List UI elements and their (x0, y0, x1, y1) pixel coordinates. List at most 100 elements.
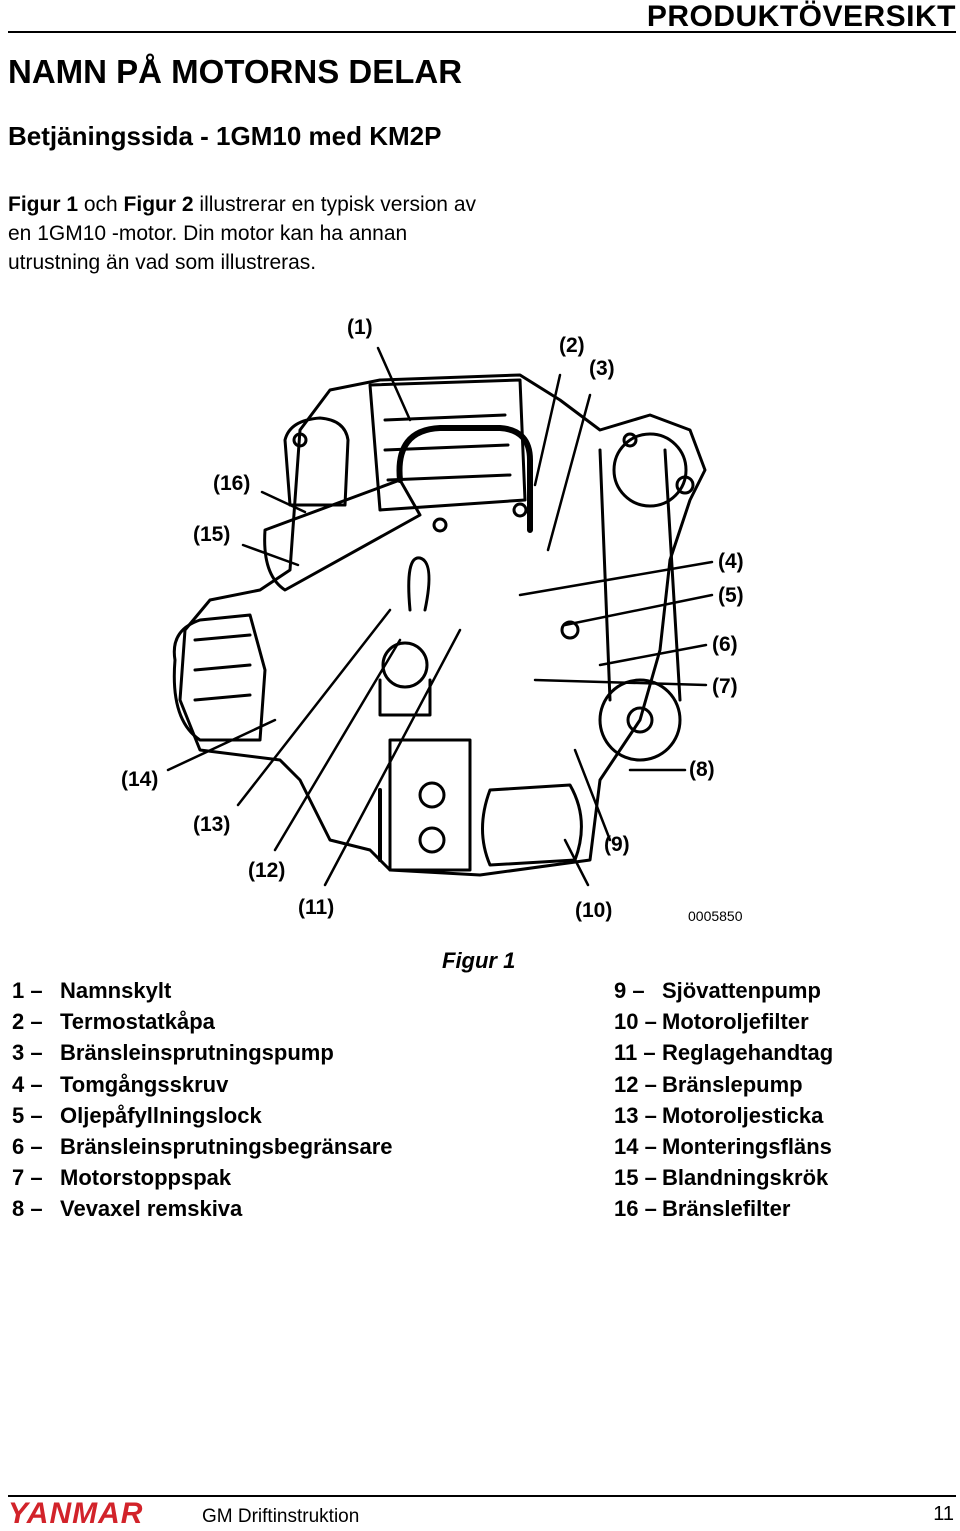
part-name: Vevaxel remskiva (60, 1196, 243, 1222)
figure-code: 0005850 (688, 908, 743, 924)
part-list-item: 5 – Oljepåfyllningslock (12, 1100, 393, 1131)
engine-illustration: (1) (2) (3) (4) (5) (6) (7) (8) (9) (10)… (121, 316, 744, 924)
callout-9: (9) (604, 833, 630, 856)
v-belt (598, 448, 682, 702)
callout-15: (15) (193, 523, 230, 546)
yanmar-logo: YANMAR (8, 1497, 144, 1530)
coolant-pipe (396, 425, 533, 533)
leader-11 (323, 628, 462, 887)
intro-and: och (78, 193, 124, 216)
part-list-item: 7 – Motorstoppspak (12, 1162, 393, 1193)
part-name: Bränslefilter (662, 1196, 791, 1222)
page-title: NAMN PÅ MOTORNS DELAR (8, 53, 463, 90)
footer-doc-title: GM Driftinstruktion (202, 1506, 360, 1527)
part-name: Monteringsfläns (662, 1133, 832, 1159)
parts-list-left: 1 –Namnskylt 2 – Termostatkåpa 3 – Bränslein… (12, 975, 393, 1225)
leader-4 (518, 560, 714, 597)
leader-1 (376, 346, 412, 422)
part-list-item: 12 –Bränslepump (614, 1069, 833, 1100)
part-number: 5 – (12, 1102, 43, 1128)
part-name: Namnskylt (60, 978, 172, 1003)
part-number: 3 – (12, 1040, 43, 1066)
leader-14 (166, 718, 277, 772)
callout-16: (16) (213, 472, 250, 495)
section-title: Betjäningssida - 1GM10 med KM2P (8, 121, 442, 151)
callout-11: (11) (298, 896, 334, 919)
figure1-reference: Figur 1 (8, 193, 79, 216)
part-name: Blandningskrök (662, 1165, 829, 1191)
leader-9 (573, 748, 612, 842)
leader-16 (260, 490, 307, 514)
section-header: PRODUKTÖVERSIKT (646, 0, 956, 33)
mounting-flange (172, 613, 267, 742)
callout-3: (3) (589, 357, 615, 380)
leader-10 (563, 838, 590, 887)
intro-paragraph: Figur 1 och Figur 2 illustrerar en typis… (8, 190, 478, 277)
part-list-item: 10 –Motoroljefilter (614, 1006, 833, 1037)
part-name: Tomgångsskruv (60, 1071, 229, 1097)
fuel-filter (283, 416, 350, 507)
part-number: 14 – (614, 1133, 657, 1159)
part-number: 9 – (614, 978, 645, 1003)
intro-text: illustrerar en typisk version av en 1GM1… (8, 193, 476, 274)
leader-3 (546, 393, 592, 552)
part-number: 12 – (614, 1071, 657, 1097)
part-name: Sjövattenpump (662, 978, 821, 1003)
cylinder-head (368, 378, 527, 512)
part-name: Motoroljesticka (662, 1102, 824, 1128)
part-name: Bränsleinsprutningspump (60, 1040, 334, 1066)
footer-rule (8, 1495, 956, 1497)
callout-8: (8) (689, 758, 715, 781)
callout-7: (7) (712, 675, 738, 698)
callout-13: (13) (193, 813, 230, 836)
engine-figure: (1) (2) (3) (4) (5) (6) (7) (8) (9) (10)… (0, 300, 960, 960)
callout-4: (4) (718, 550, 744, 573)
callout-14: (14) (121, 768, 158, 791)
part-list-item: 16 –Bränslefilter (614, 1193, 833, 1224)
figure-caption: Figur 1 (442, 948, 516, 973)
crank-pulley (598, 678, 682, 762)
part-name: Termostatkåpa (60, 1009, 215, 1035)
leader-15 (241, 543, 300, 567)
bottom-bracket (388, 738, 472, 872)
part-list-item: 13 –Motoroljesticka (614, 1100, 833, 1131)
callout-2: (2) (559, 334, 585, 357)
fuel-pump (381, 641, 429, 689)
part-list-item: 15 –Blandningskrök (614, 1162, 833, 1193)
part-name: Bränsleinsprutningsbegränsare (60, 1133, 393, 1159)
leader-7 (533, 678, 708, 687)
mixing-elbow (263, 478, 422, 592)
part-number: 16 – (614, 1196, 657, 1222)
callout-1: (1) (347, 316, 373, 339)
engine-outline (178, 373, 707, 877)
callout-10: (10) (575, 899, 612, 922)
part-name: Reglagehandtag (662, 1040, 834, 1066)
part-list-item: 3 – Bränsleinsprutningspump (12, 1037, 393, 1068)
oil-filter (481, 783, 583, 867)
part-number: 4 – (12, 1071, 43, 1097)
alternator-pulley (612, 432, 688, 508)
leader-13 (236, 608, 392, 807)
part-list-item: 4 – Tomgångsskruv (12, 1069, 393, 1100)
page-number: 11 (933, 1503, 954, 1525)
part-number: 8 – (12, 1196, 43, 1222)
part-name: Motorstoppspak (60, 1165, 232, 1191)
leader-2 (533, 373, 562, 487)
part-name: Oljepåfyllningslock (60, 1102, 262, 1128)
part-list-item: 2 – Termostatkåpa (12, 1006, 393, 1037)
part-number: 10 – (614, 1009, 657, 1035)
header-rule (8, 31, 956, 33)
part-name: Bränslepump (662, 1071, 803, 1097)
part-number: 15 – (614, 1165, 657, 1191)
leader-12 (273, 638, 402, 852)
part-number: 2 – (12, 1009, 43, 1035)
part-list-item: 1 –Namnskylt (12, 975, 393, 1006)
callout-6: (6) (712, 633, 738, 656)
part-number: 6 – (12, 1133, 43, 1159)
part-list-item: 9 – Sjövattenpump (614, 975, 833, 1006)
part-number: 7 – (12, 1165, 43, 1191)
part-list-item: 11 –Reglagehandtag (614, 1037, 833, 1068)
leader-5 (563, 593, 714, 627)
figure2-reference: Figur 2 (123, 193, 194, 216)
